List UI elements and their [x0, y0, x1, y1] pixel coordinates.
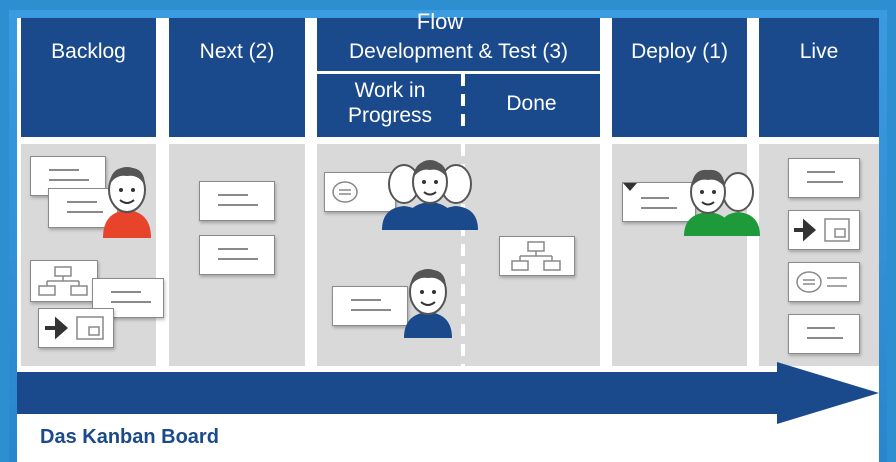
subcolumn-work-in-progress: Work in Progress: [317, 74, 463, 193]
wip-done-divider: [461, 74, 465, 374]
diagram-card: [30, 260, 98, 302]
deploy-card: [38, 308, 114, 348]
column-label: Backlog: [51, 40, 126, 63]
team-blue-icon: [382, 160, 478, 230]
flow-label: Flow: [416, 9, 464, 34]
chat-bubble-icon: [332, 181, 358, 203]
diagram-card: [499, 236, 575, 276]
hierarchy-icon: [511, 241, 561, 271]
task-card: [622, 182, 696, 222]
team-green-icon: [684, 169, 760, 236]
column-header-next: Next (2): [169, 18, 305, 137]
column-label: Deploy (1): [631, 40, 728, 63]
deploy-card: [788, 210, 860, 250]
task-card: [332, 286, 408, 326]
column-label: Development & Test (3): [348, 40, 569, 63]
column-body-deploy: [612, 144, 747, 366]
column-label: Live: [799, 40, 839, 63]
task-card: [788, 158, 860, 198]
column-header-backlog: Backlog: [21, 18, 156, 137]
board-caption: Das Kanban Board: [40, 426, 219, 448]
discussion-card: [324, 172, 396, 212]
dev-subheader: [317, 74, 600, 137]
column-header-deploy: Deploy (1): [612, 18, 747, 137]
flag-icon: [623, 183, 637, 191]
column-header-development-test: Development & Test (3): [317, 18, 600, 71]
column-header-live: Live: [759, 18, 879, 137]
flow-arrow: [17, 362, 879, 424]
task-card: [788, 314, 860, 354]
task-card: [199, 181, 275, 221]
arrow-to-window-icon: [794, 218, 850, 242]
discussion-card: [788, 262, 860, 302]
person-red-icon: [103, 167, 151, 238]
arrow-to-window-icon: [45, 316, 104, 340]
subcolumn-label: Done: [506, 92, 557, 115]
chat-bubble-icon: [796, 271, 847, 293]
person-blue-icon: [404, 269, 452, 338]
task-card: [199, 235, 275, 275]
column-label: Next (2): [199, 40, 275, 63]
subcolumn-label: Work in Progress: [347, 79, 433, 127]
task-card: [48, 188, 118, 228]
hierarchy-icon: [38, 266, 88, 296]
subcolumn-done: Done: [463, 74, 600, 193]
